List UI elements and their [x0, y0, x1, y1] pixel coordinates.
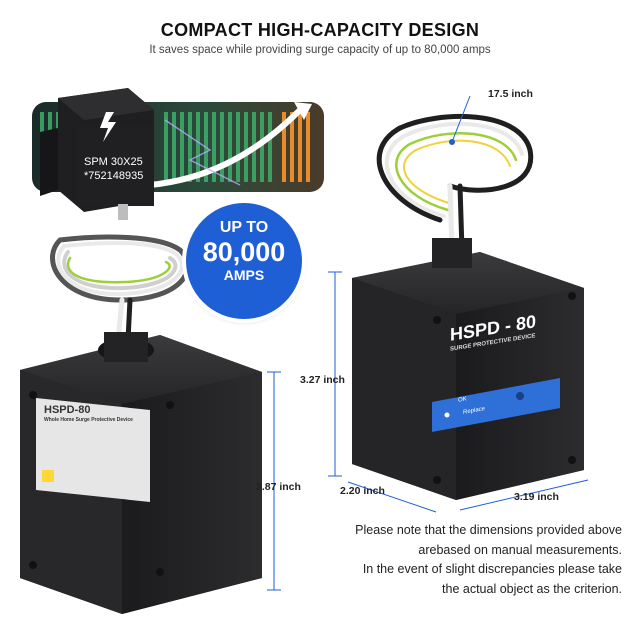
back-device — [20, 332, 262, 614]
front-device-wires — [376, 113, 534, 253]
dimension-lines — [267, 95, 589, 591]
spm-serial-label: *752148935 — [84, 170, 144, 182]
note-line: Please note that the dimensions provided… — [355, 523, 622, 537]
back-height-label: 3.87 inch — [256, 481, 301, 493]
front-height-label: 3.27 inch — [300, 374, 345, 386]
badge-line-1: UP TO — [219, 219, 269, 236]
note-line: the actual object as the criterion. — [442, 581, 622, 596]
note-line: In the event of slight discrepancies ple… — [362, 562, 622, 576]
badge-line-2: 80,000 — [202, 237, 286, 267]
front-device — [352, 238, 584, 500]
page-title: COMPACT HIGH-CAPACITY DESIGN — [160, 20, 480, 40]
back-device-subtitle: Whole Home Surge Protective Device — [44, 417, 133, 423]
measurement-note: Please note that the dimensions provided… — [300, 521, 622, 599]
depth-label: 2.20 inch — [340, 485, 385, 497]
badge-line-3: AMPS — [223, 267, 265, 283]
spm-model-label: SPM 30X25 — [84, 156, 143, 168]
spm-module — [40, 88, 154, 220]
back-device-wires — [50, 234, 190, 343]
back-device-model: HSPD-80 — [44, 404, 91, 416]
note-line: arebased on manual measurements. — [418, 542, 622, 557]
width-label: 3.19 inch — [514, 491, 559, 503]
capacity-badge: UP TO 80,000 AMPS — [186, 203, 302, 319]
page-subtitle: It saves space while providing surge cap… — [149, 44, 491, 56]
wire-length-label: 17.5 inch — [488, 88, 533, 100]
